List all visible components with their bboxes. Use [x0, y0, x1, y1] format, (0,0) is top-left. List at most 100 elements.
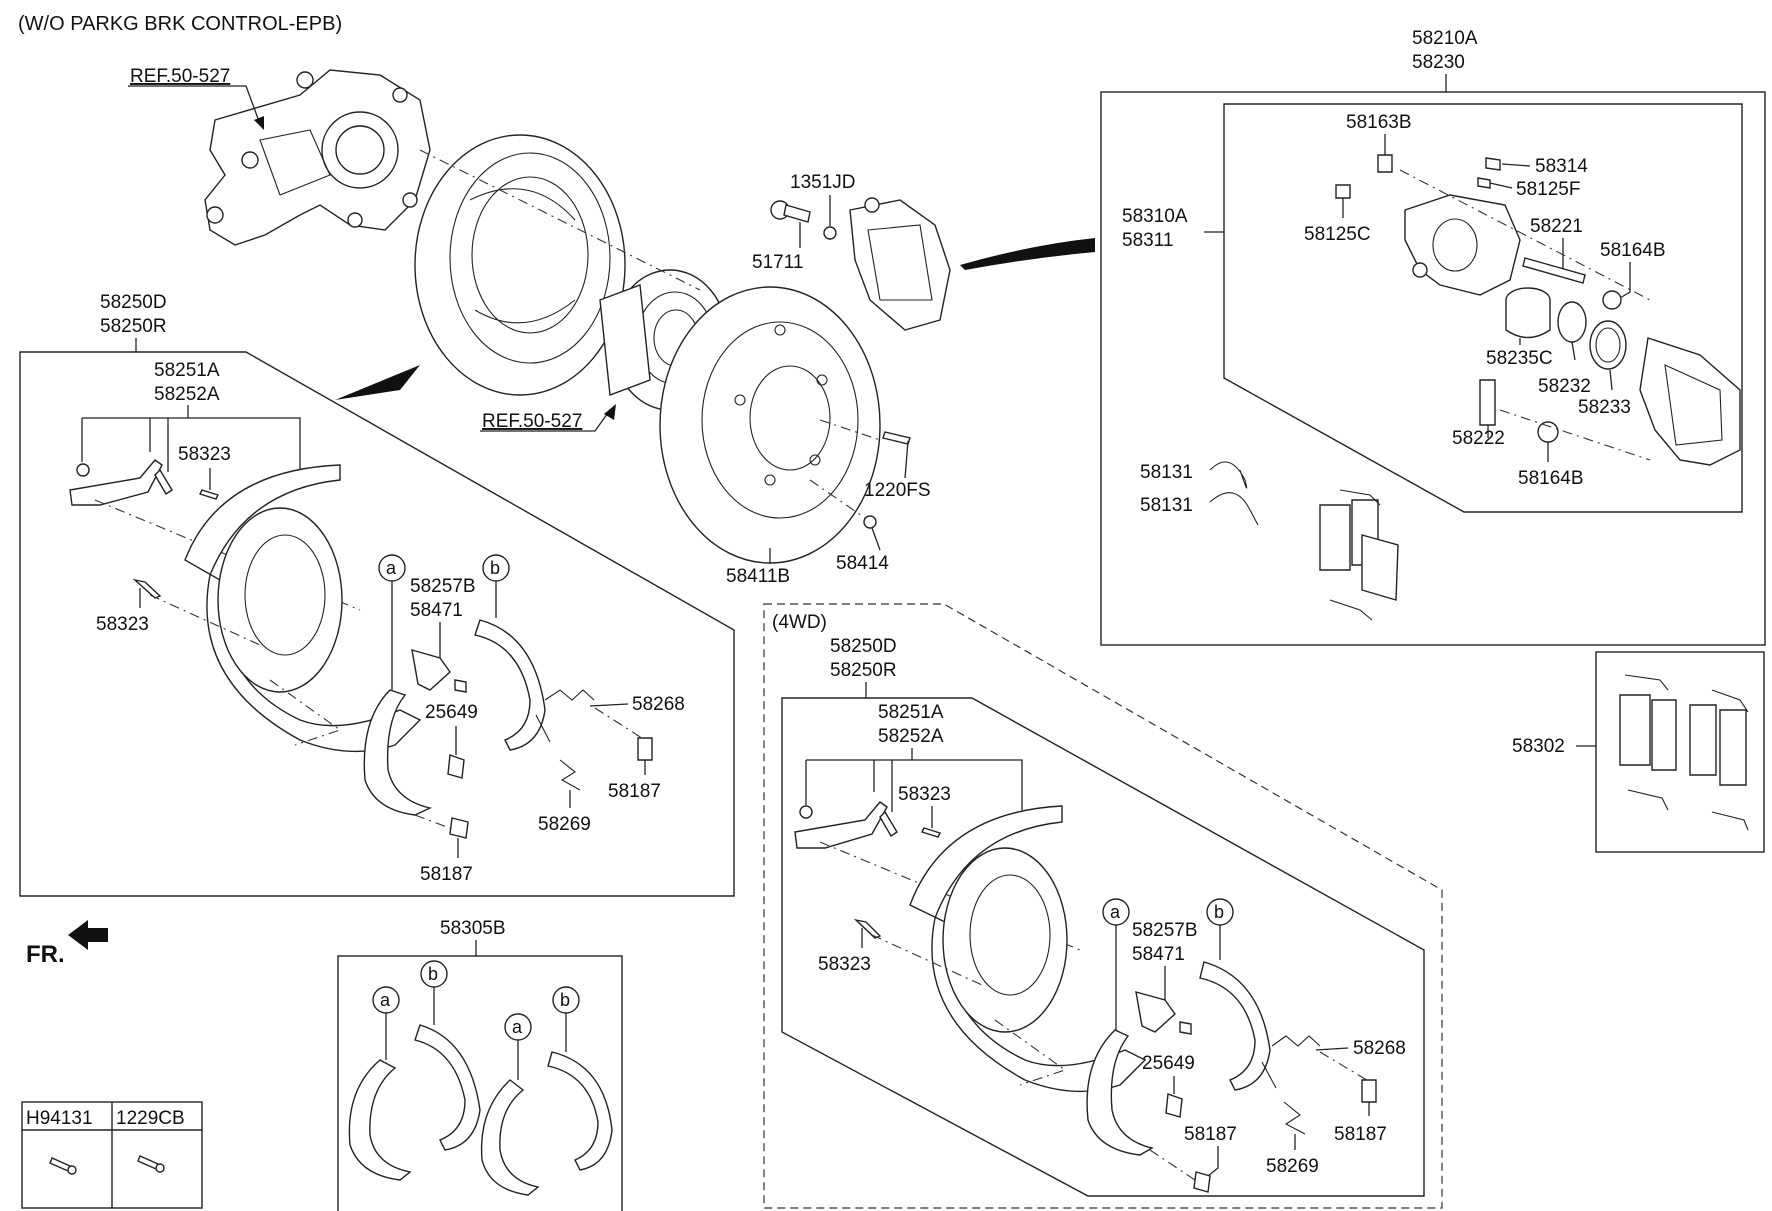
- label-58164b-upper: 58164B: [1600, 240, 1666, 261]
- guide-rod-lower-illustration: [1479, 379, 1496, 426]
- label-58323-4wd-lower: 58323: [818, 954, 871, 975]
- brake-shoe-4wd-b-illustration: [1199, 961, 1271, 1091]
- label-58125c: 58125C: [1304, 224, 1371, 245]
- arrow-to-left-assembly: [335, 365, 420, 400]
- label-58187-left-right: 58187: [608, 781, 661, 802]
- anti-rattle-spring-upper-illustration: [1209, 461, 1248, 489]
- label-58187-4wd-right: 58187: [1334, 1124, 1387, 1145]
- label-58187-left-bottom: 58187: [420, 864, 473, 885]
- backing-plate-left-illustration: [184, 464, 422, 753]
- brake-assembly-box-left: [19, 351, 735, 897]
- label-58233: 58233: [1578, 397, 1631, 418]
- bolt-table: [21, 1101, 203, 1209]
- label-58164b-lower: 58164B: [1518, 468, 1584, 489]
- adjuster-lever-left-illustration: [69, 459, 173, 506]
- label-58232: 58232: [1538, 376, 1591, 397]
- label-58250r-4wd: 58250R: [830, 660, 897, 681]
- label-58250r-left: 58250R: [100, 316, 167, 337]
- label-58131-b: 58131: [1140, 495, 1193, 516]
- label-1351jd: 1351JD: [790, 172, 856, 193]
- caliper-subassembly-box: [1223, 103, 1743, 513]
- svg-text:b: b: [560, 990, 570, 1010]
- label-58251a-4wd: 58251A: [878, 702, 944, 723]
- label-58251a-left: 58251A: [154, 360, 220, 381]
- label-58250d-4wd: 58250D: [830, 636, 897, 657]
- 4wd-title: (4WD): [772, 612, 827, 633]
- shoe-kit-shoe-3-illustration: [480, 1079, 540, 1196]
- nut-58414-illustration: [863, 515, 877, 529]
- spring-lower-4wd-illustration: [1283, 1101, 1306, 1135]
- adjuster-left-illustration: [411, 649, 451, 691]
- caliper-assembly-box: [1100, 91, 1766, 646]
- adjuster-4wd-illustration: [1135, 991, 1176, 1033]
- label-58323-4wd-upper: 58323: [898, 784, 951, 805]
- screw-1220fs-illustration: [882, 431, 911, 445]
- brake-pads-illustration: [1319, 489, 1399, 621]
- svg-text:a: a: [386, 558, 397, 578]
- bleeder-screw-illustration: [1377, 154, 1393, 173]
- label-1220fs: 1220FS: [864, 480, 931, 501]
- pad-kit-box: [1595, 651, 1765, 853]
- brake-assembly-box-4wd: [781, 697, 1425, 1197]
- axis-line-hub: [419, 149, 701, 291]
- boot-lower-illustration: [1537, 421, 1559, 443]
- svg-text:b: b: [1214, 902, 1224, 922]
- label-58268-left: 58268: [632, 694, 685, 715]
- label-58323-left-lower: 58323: [96, 614, 149, 635]
- bolt-h94131-icon: [49, 1157, 71, 1172]
- boot-upper-illustration: [1602, 290, 1622, 310]
- label-58269-4wd: 58269: [1266, 1156, 1319, 1177]
- 4wd-dashed-box: [763, 603, 1443, 1209]
- label-58131-a: 58131: [1140, 462, 1193, 483]
- label-58311: 58311: [1122, 230, 1173, 251]
- label-58323-left-upper: 58323: [178, 444, 231, 465]
- label-58187-4wd-mid: 58187: [1184, 1124, 1237, 1145]
- bolt-1229cb-icon: [137, 1155, 159, 1170]
- label-58314: 58314: [1535, 156, 1588, 177]
- label-58414: 58414: [836, 553, 889, 574]
- ref-leader-knuckle: [128, 85, 261, 125]
- piston-seal-illustration: [1557, 301, 1587, 343]
- label-58235c: 58235C: [1486, 348, 1553, 369]
- shoe-kit-box: [337, 955, 623, 1211]
- shoe-kit-shoe-1-illustration: [348, 1059, 412, 1181]
- label-58302: 58302: [1512, 736, 1565, 757]
- arrow-to-caliper-box: [960, 238, 1095, 270]
- brake-shoe-left-b-illustration: [474, 619, 546, 751]
- label-58125f: 58125F: [1516, 179, 1580, 200]
- label-58305b: 58305B: [440, 918, 506, 939]
- label-58411b: 58411B: [726, 566, 790, 587]
- label-58252a-left: 58252A: [154, 384, 220, 405]
- label-58471-left: 58471: [410, 600, 463, 621]
- svg-text:a: a: [1110, 902, 1121, 922]
- front-arrow-icon: [68, 920, 108, 950]
- label-58221: 58221: [1530, 216, 1583, 237]
- knuckle-illustration: [204, 69, 431, 246]
- svg-text:a: a: [380, 990, 391, 1010]
- label-58257b-left: 58257B: [410, 576, 476, 597]
- caliper-bracket-illustration: [1639, 337, 1741, 466]
- brake-disc-illustration: [659, 286, 881, 564]
- label-58163b: 58163B: [1346, 112, 1412, 133]
- clip-left-illustration: [447, 754, 465, 779]
- label-58210a: 58210A: [1412, 28, 1478, 49]
- brake-shoe-left-a-illustration: [363, 689, 433, 816]
- piston-illustration: [1505, 287, 1551, 339]
- adjuster-lever-4wd-illustration: [794, 801, 898, 849]
- bolt-table-col-2: 1229CB: [116, 1108, 185, 1129]
- ref-label-hub: REF.50-527: [482, 411, 582, 432]
- label-58252a-4wd: 58252A: [878, 726, 944, 747]
- label-25649-4wd: 25649: [1142, 1053, 1195, 1074]
- guide-rod-upper-illustration: [1522, 257, 1586, 284]
- svg-text:b: b: [490, 558, 500, 578]
- label-58257b-4wd: 58257B: [1132, 920, 1198, 941]
- label-58230: 58230: [1412, 52, 1465, 73]
- anti-rattle-spring-lower-illustration: [1209, 492, 1259, 526]
- diagram-title: (W/O PARKG BRK CONTROL-EPB): [18, 13, 342, 35]
- retainer-bottom-left-illustration: [449, 817, 469, 839]
- washer-1351jd-illustration: [823, 226, 837, 240]
- retainer-right-4wd-illustration: [1361, 1079, 1377, 1103]
- shoe-kit-shoe-4-illustration: [547, 1051, 613, 1171]
- retainer-right-left-illustration: [637, 737, 653, 761]
- label-25649-left: 25649: [425, 702, 478, 723]
